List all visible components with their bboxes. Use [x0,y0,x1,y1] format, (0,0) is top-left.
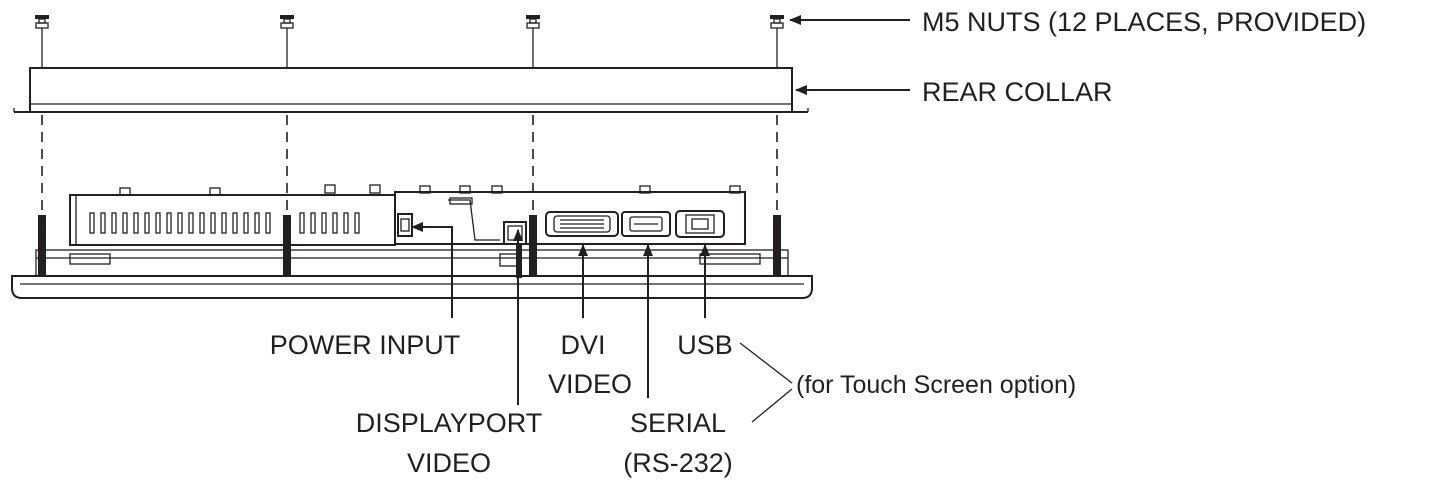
dvi-label-line1: DVI [560,330,605,360]
alignment-lines [41,115,778,215]
rear-collar [13,67,809,113]
dvi-label-line2: VIDEO [548,369,632,399]
usb-label: USB [677,330,733,360]
usb-connector [675,210,725,238]
serial-connector [621,211,671,237]
vent-slots [89,212,360,234]
mounting-studs [38,215,781,277]
touch-screen-note: (for Touch Screen option) [796,371,1076,399]
serial-label-line2: (RS-232) [623,448,733,478]
m5-nut [770,15,784,68]
power-input-label: POWER INPUT [270,330,461,360]
m5-nut [280,15,294,68]
callout-leaders [411,15,910,423]
labels: M5 NUTS (12 PLACES, PROVIDED) REAR COLLA… [270,7,1366,478]
m5-nuts-group [35,15,784,68]
m5-nut [35,15,49,68]
m5-nut [526,15,540,68]
power-input-connector [397,213,413,237]
serial-label-line1: SERIAL [630,408,726,438]
displayport-label-line1: DISPLAYPORT [356,408,543,438]
nuts-label: M5 NUTS (12 PLACES, PROVIDED) [922,7,1366,37]
monitor-side-view [11,184,813,299]
dvi-connector [545,211,619,237]
displayport-label-line2: VIDEO [407,448,491,478]
rear-collar-label: REAR COLLAR [922,77,1113,107]
